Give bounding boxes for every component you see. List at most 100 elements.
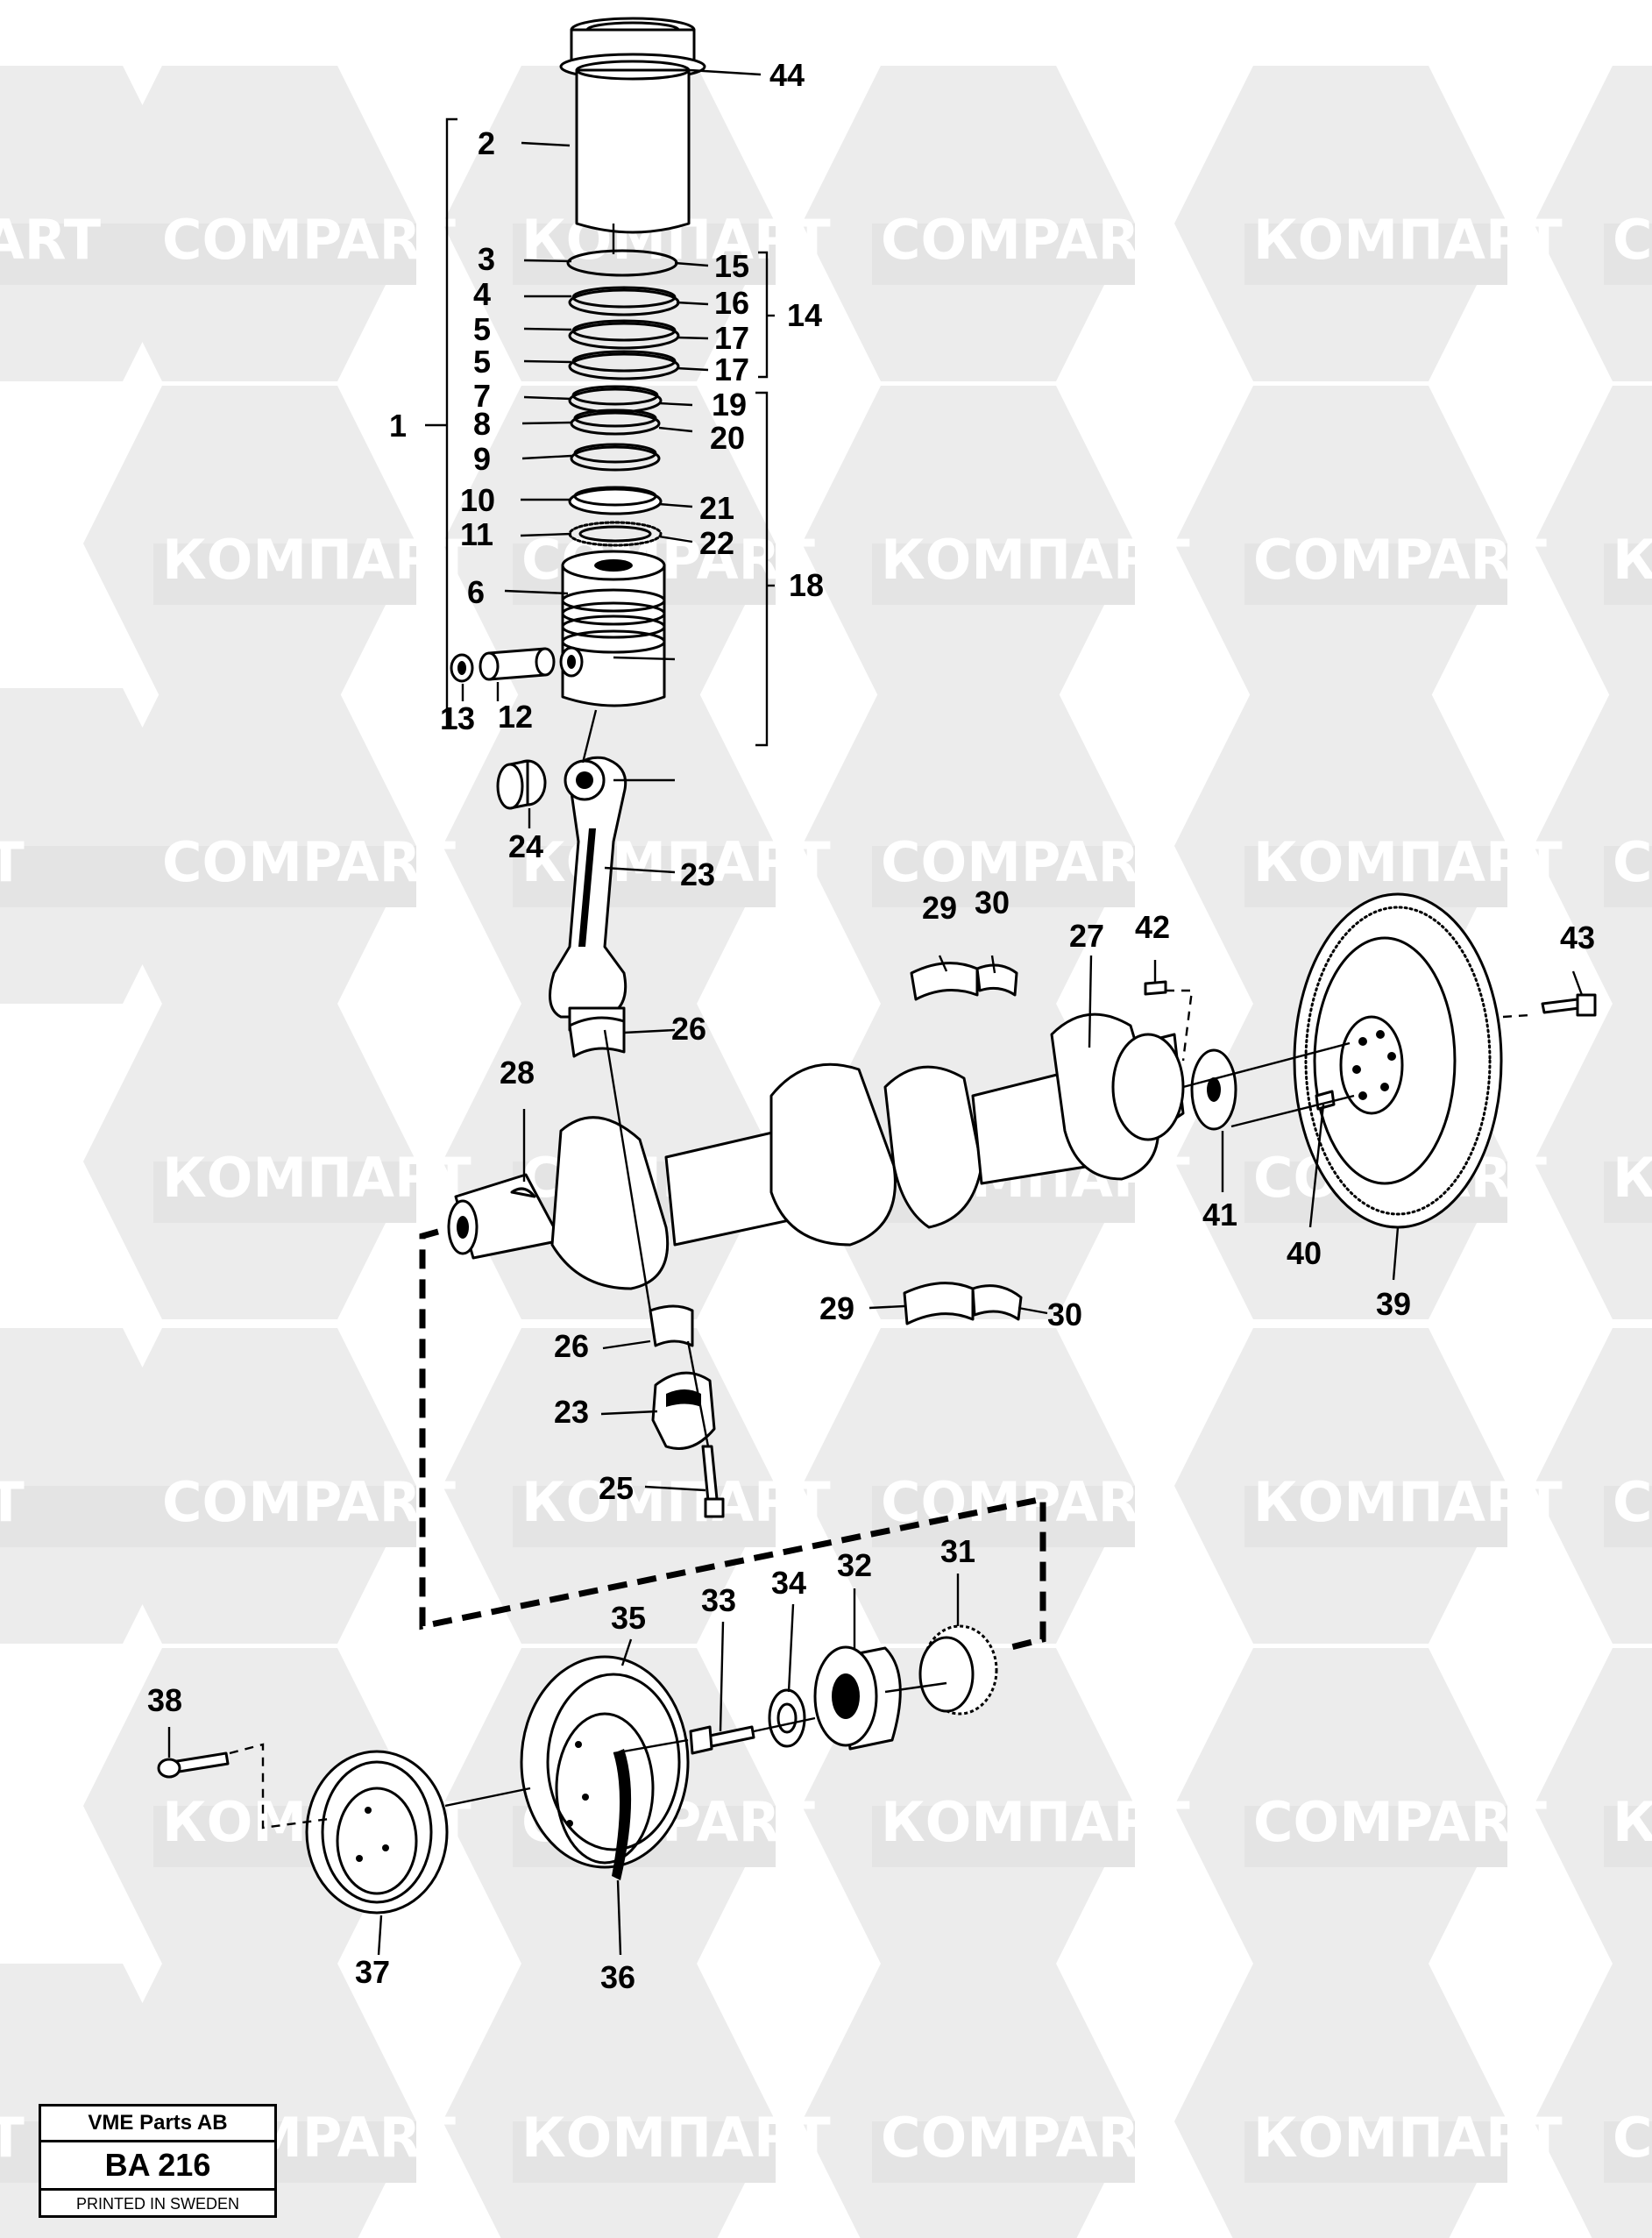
watermark-text: COMPART [162, 208, 456, 272]
printed-note: PRINTED IN SWEDEN [75, 2195, 239, 2213]
callout-17a: 17 [714, 320, 749, 356]
watermark-text: PT [0, 830, 25, 894]
callout-26a: 26 [671, 1011, 706, 1047]
callout-30a: 30 [975, 885, 1010, 920]
watermark-text: КОМ [1613, 528, 1652, 592]
callout-43: 43 [1560, 920, 1595, 956]
callout-8: 8 [473, 406, 491, 442]
watermark-band [1604, 1806, 1652, 1867]
callout-1: 1 [389, 408, 407, 444]
watermark-text: КОМПАРТ [1253, 208, 1563, 272]
watermark-text: КОМПАРТ [881, 1790, 1190, 1854]
watermark-text: КОМПАРТ [521, 830, 831, 894]
callout-3: 3 [478, 241, 495, 277]
callout-12: 12 [498, 699, 533, 735]
crankshaft-hub [813, 1645, 902, 1751]
callout-31: 31 [940, 1533, 975, 1569]
callout-20: 20 [710, 420, 745, 456]
watermark-band [872, 1806, 1135, 1867]
watermark-band [1244, 2121, 1507, 2183]
watermark-band [513, 2121, 776, 2183]
callout-14: 14 [787, 297, 822, 333]
woodruff-key [510, 1187, 536, 1198]
watermark-band [1244, 1806, 1507, 1867]
watermark-band [1244, 544, 1507, 605]
watermark-text: КОМПАРТ [521, 2106, 831, 2170]
callout-42: 42 [1135, 909, 1170, 945]
flywheel-bolt [1541, 993, 1597, 1017]
watermark-text: COMPART [1253, 1790, 1547, 1854]
callout-19: 19 [712, 387, 747, 423]
cylinder-liner [559, 17, 706, 234]
crankshaft-gear [918, 1624, 998, 1716]
callout-6: 6 [467, 574, 485, 610]
drawing-code: BA 216 [41, 2142, 274, 2191]
watermark-hexagon [1534, 688, 1652, 1004]
callout-35: 35 [611, 1600, 646, 1636]
watermark-text: СО [1613, 2106, 1652, 2170]
watermark-band [872, 2121, 1135, 2183]
main-bearing-shells [903, 962, 1023, 1325]
callout-15: 15 [714, 248, 749, 284]
callout-34: 34 [771, 1565, 806, 1601]
watermark-band [1604, 2121, 1652, 2183]
watermark-text: COMPART [1253, 528, 1547, 592]
callout-38: 38 [147, 1682, 182, 1718]
callout-11: 11 [460, 516, 493, 552]
thrust-washer [768, 1688, 806, 1748]
company-name: VME Parts AB [41, 2107, 274, 2142]
callout-29a: 29 [922, 890, 957, 926]
watermark-text: КОМПАРТ [162, 1146, 471, 1210]
callout-5a: 5 [473, 311, 491, 347]
assembly-lines [229, 224, 1530, 1829]
watermark-hexagon [1534, 66, 1652, 381]
piston-rings [566, 249, 680, 547]
watermark-text: КОМПАРТ [1253, 1470, 1563, 1534]
watermark-text: КОМ [1613, 1146, 1652, 1210]
watermark-band [153, 1162, 416, 1223]
watermark-text: СО [1613, 208, 1652, 272]
callout-16: 16 [714, 285, 749, 321]
callout-25: 25 [599, 1470, 634, 1506]
watermark-text: COMPART [162, 830, 456, 894]
watermark-hexagon [1534, 1328, 1652, 1644]
flywheel [1293, 892, 1503, 1229]
watermark-band [1604, 544, 1652, 605]
callout-29b: 29 [819, 1290, 854, 1326]
callout-17b: 17 [714, 352, 749, 387]
watermark-band [872, 1486, 1135, 1547]
callout-28: 28 [500, 1055, 535, 1091]
watermark-band [1604, 1486, 1652, 1547]
watermark-text: КОМ [1613, 1790, 1652, 1854]
callout-21: 21 [699, 490, 734, 526]
watermark-band [1604, 846, 1652, 907]
piston [450, 550, 666, 707]
leader-lines [167, 68, 1584, 1956]
watermark-text: COMPART [881, 830, 1174, 894]
crankshaft-pulley [305, 1750, 449, 1915]
watermark-hexagon [1534, 386, 1652, 701]
watermark-text: КОМПАРТ [881, 528, 1190, 592]
watermark-band [513, 846, 776, 907]
pulley-mount-bolt [157, 1751, 230, 1779]
callout-5b: 5 [473, 344, 491, 380]
callout-13: 13 [440, 700, 475, 736]
crank-flange [1190, 1048, 1237, 1131]
callout-33: 33 [701, 1582, 736, 1618]
watermark-text: КОМПАРТ [1253, 830, 1563, 894]
watermark-hexagon [1534, 1004, 1652, 1319]
watermark-hexagon [1534, 1964, 1652, 2238]
watermark-band [153, 1486, 416, 1547]
watermark-hexagon [802, 1964, 1135, 2238]
callout-30b: 30 [1047, 1297, 1082, 1332]
dowel-pin [1144, 980, 1167, 996]
watermark-text: COMPART [881, 208, 1174, 272]
watermark-text: КОМПАРТ [521, 1470, 831, 1534]
watermark-text: СО [1613, 830, 1652, 894]
callout-32: 32 [837, 1547, 872, 1583]
pulley-bolt [689, 1725, 755, 1755]
watermark-text: PT [0, 1470, 25, 1534]
watermark-band [153, 544, 416, 605]
callout-41: 41 [1202, 1197, 1237, 1233]
